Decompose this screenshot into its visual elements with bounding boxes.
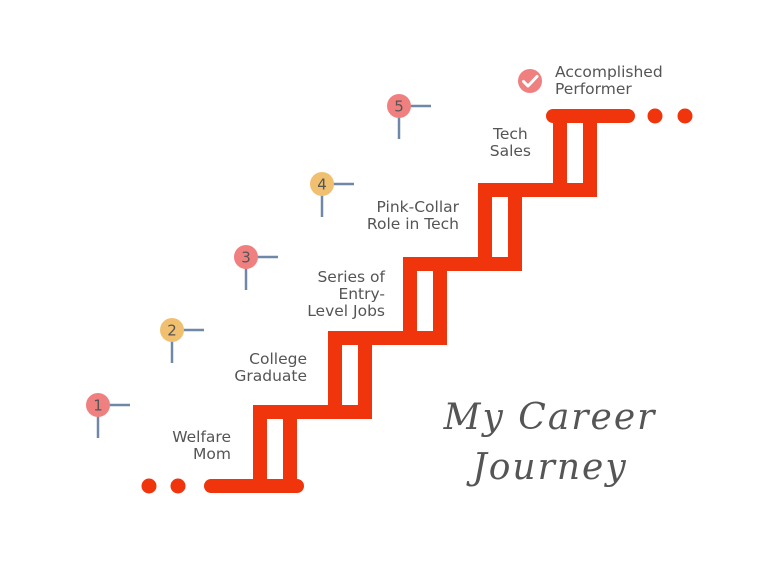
label-college-graduate: College Graduate (234, 351, 307, 385)
label-accomplished-performer: Accomplished Performer (555, 64, 663, 98)
label-line: Sales (489, 142, 531, 160)
stair-riser (253, 405, 297, 493)
label-line: Graduate (234, 367, 307, 385)
milestone-number: 3 (241, 249, 251, 267)
milestone-pin-icon (86, 393, 110, 417)
trail-dot (170, 478, 186, 494)
title-line-2: Journey (472, 447, 628, 488)
stair-riser (478, 183, 522, 271)
milestone-number: 4 (317, 176, 327, 194)
label-line: Mom (193, 445, 231, 463)
stair-riser (328, 331, 372, 419)
trail-dot (141, 478, 157, 494)
label-line: Tech (493, 125, 528, 143)
trail-dot (647, 108, 663, 124)
label-line: Role in Tech (366, 215, 459, 233)
stair-riser (553, 109, 597, 197)
stair-riser (403, 257, 447, 345)
label-pink-collar-role: Pink-Collar Role in Tech (367, 199, 459, 233)
title-line-1: My Career (443, 397, 657, 438)
milestone-pin-icon (387, 94, 411, 118)
label-line: College (249, 350, 307, 368)
checkmark-icon (522, 75, 539, 88)
label-line: Pink-Collar (376, 198, 460, 216)
milestone-pin-icon (234, 245, 258, 269)
trail-dot (677, 108, 693, 124)
label-line: Entry- (338, 285, 385, 303)
label-tech-sales: Tech Sales (490, 126, 531, 160)
label-line: Welfare (172, 428, 231, 446)
label-welfare-mom: Welfare Mom (172, 429, 231, 463)
milestone-number: 1 (93, 397, 103, 415)
label-entry-level-jobs: Series of Entry- Level Jobs (307, 269, 385, 320)
milestone-pin-icon (310, 172, 334, 196)
label-line: Performer (555, 80, 632, 98)
diagram-title: My Career Journey (420, 393, 680, 493)
milestone-number: 2 (167, 322, 177, 340)
label-line: Level Jobs (307, 302, 385, 320)
label-line: Accomplished (555, 63, 663, 81)
milestone-number: 5 (394, 98, 404, 116)
label-line: Series of (317, 268, 385, 286)
milestone-pin-icon (160, 318, 184, 342)
check-circle-icon (518, 69, 542, 93)
